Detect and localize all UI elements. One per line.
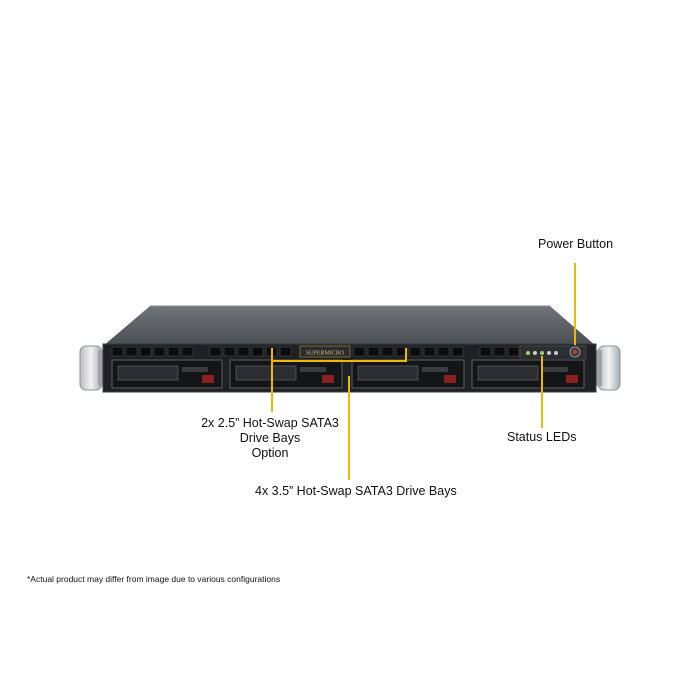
- status-led-cluster: [526, 351, 558, 355]
- label-power-button: Power Button: [538, 237, 614, 251]
- label-35-drive-bays: 4x 3.5” Hot-Swap SATA3 Drive Bays: [255, 484, 457, 498]
- brand-plate-text: SUPERMICRO: [306, 351, 345, 357]
- callout-line-35bays-vertical: [348, 376, 350, 480]
- brand-plate: [299, 345, 351, 358]
- control-panel: [519, 345, 587, 361]
- callout-line-status-leds-vertical: [541, 356, 543, 428]
- callout-line-25bays-left-vertical: [271, 348, 273, 412]
- label-25-drive-bays-line2: Drive Bays: [239, 431, 301, 445]
- right-rack-handle: [592, 345, 621, 391]
- drive-bay-4: [471, 359, 585, 389]
- label-25-drive-bays-line1: 2x 2.5” Hot-Swap SATA3: [201, 416, 339, 430]
- power-button[interactable]: [569, 346, 581, 358]
- label-25-drive-bays-line3: Option: [251, 446, 289, 460]
- callout-line-power-vertical: [574, 263, 576, 345]
- chassis-top-panel: [103, 306, 596, 346]
- label-status-leds: Status LEDs: [507, 430, 577, 444]
- disclaimer-footnote: *Actual product may differ from image du…: [27, 574, 281, 584]
- callout-line-25bays-horizontal: [271, 360, 407, 362]
- drive-bay-3: [351, 359, 465, 389]
- drive-bay-2: [229, 359, 343, 389]
- label-25-drive-bays: 2x 2.5” Hot-Swap SATA3 Drive Bays Option: [180, 416, 360, 461]
- drive-bay-1: [111, 359, 223, 389]
- callout-line-25bays-right-vertical: [405, 348, 407, 362]
